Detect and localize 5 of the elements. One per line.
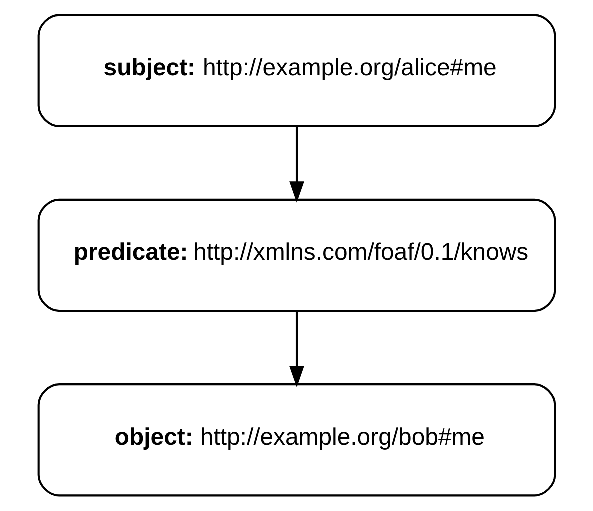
node-box: object: http://example.org/bob#me	[37, 384, 556, 497]
arrow	[289, 311, 304, 388]
node-box: subject: http://example.org/alice#me	[37, 14, 556, 128]
node-box: predicate: http://xmlns.com/foaf/0.1/knows	[37, 198, 556, 312]
arrow	[289, 126, 304, 203]
